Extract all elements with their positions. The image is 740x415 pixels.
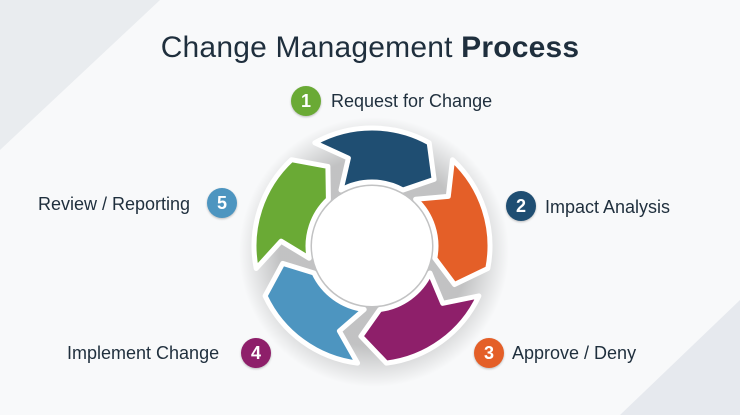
- step-1-label: Request for Change: [331, 91, 493, 111]
- diagram-title: Change Management Process: [0, 30, 740, 66]
- step-3-badge: 3: [474, 338, 504, 368]
- step-4-segment: [358, 270, 482, 366]
- step-2-label: Impact Analysis: [545, 197, 671, 217]
- title-regular: Change Management: [160, 31, 462, 64]
- step-4-label: Implement Change: [67, 343, 220, 363]
- ring-segments: [251, 125, 493, 366]
- ring-center: [312, 186, 432, 306]
- step-5-segment: [262, 260, 367, 366]
- step-4-badge: 4: [241, 338, 271, 368]
- step-5-badge: 5: [207, 188, 237, 218]
- step-2-badge: 2: [506, 191, 536, 221]
- step-2-segment: [312, 125, 437, 193]
- step-5-label: Review / Reporting: [38, 194, 191, 214]
- step-3-segment: [413, 157, 493, 287]
- step-1-badge: 1: [291, 86, 321, 116]
- step-3-label: Approve / Deny: [512, 343, 637, 363]
- step-1-segment: [251, 157, 331, 271]
- title-bold: Process: [461, 31, 580, 64]
